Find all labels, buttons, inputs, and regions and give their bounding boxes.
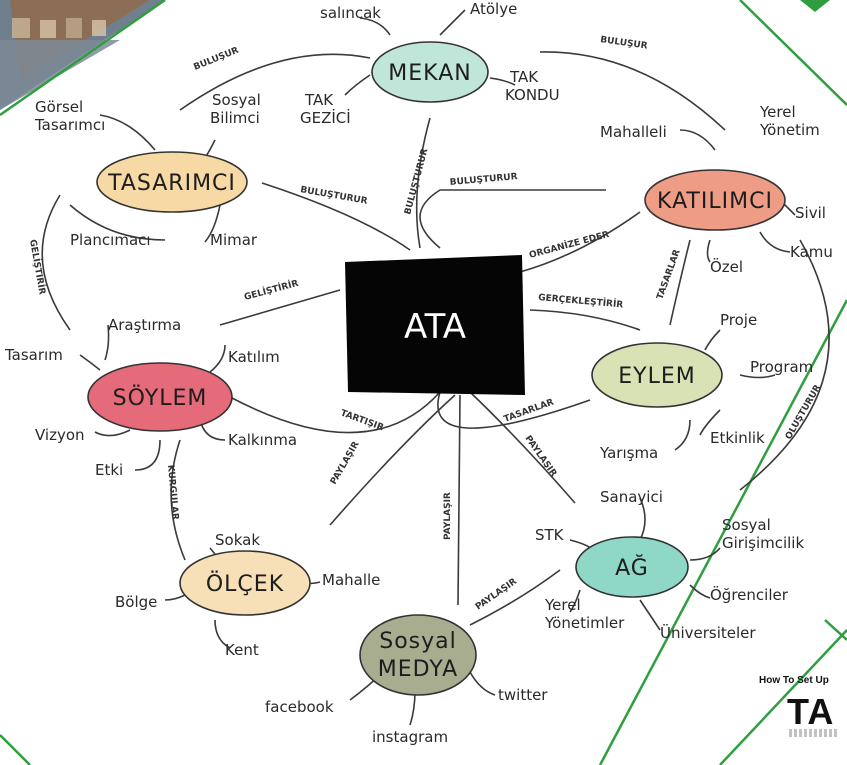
leaf-mahalle: Mahalle xyxy=(322,571,380,589)
node-sosyal-medya-label-2: MEDYA xyxy=(378,657,458,682)
leaf-program: Program xyxy=(750,358,813,376)
node-sosyal-medya: Sosyal MEDYA xyxy=(359,614,477,696)
leaf-sanayici: Sanayici xyxy=(600,488,663,506)
rel-bulusur-left: BULUŞUR xyxy=(192,46,240,73)
rel-gelistirir-1: GELİŞTİRİR xyxy=(27,239,48,296)
leaf-sosyal-gir-1: Sosyal xyxy=(722,516,771,534)
rel-gerceklestirir: GERÇEKLEŞTİRİR xyxy=(538,292,624,310)
leaf-tak-kondu-1: TAK xyxy=(509,68,539,86)
leaf-yerel-yonetim-1: Yerel xyxy=(759,103,796,121)
node-mekan-label: MEKAN xyxy=(388,61,471,86)
rel-olusturur: OLUŞTURUR xyxy=(784,383,823,441)
rel-tasarlar-1: TASARLAR xyxy=(655,248,682,301)
node-olcek-label: ÖLÇEK xyxy=(206,571,284,597)
connectors xyxy=(41,9,830,726)
leaf-kent: Kent xyxy=(225,641,259,659)
rel-paylasir-4: PAYLAŞIR xyxy=(474,577,519,613)
leaf-tak-gezici-1: TAK xyxy=(304,91,334,109)
leaf-proje: Proje xyxy=(720,311,757,329)
node-eylem-label: EYLEM xyxy=(618,364,695,389)
leaf-sosyal-gir-2: Girişimcilik xyxy=(722,534,804,552)
green-corner-triangle xyxy=(800,0,830,12)
center-label: ATA xyxy=(404,307,466,347)
rel-paylasir-1: PAYLAŞIR xyxy=(329,440,362,487)
leaf-yerel-yonetimler-2: Yönetimler xyxy=(544,614,625,632)
node-tasarimci: TASARIMCI xyxy=(96,151,248,213)
leaf-sokak: Sokak xyxy=(215,531,260,549)
leaf-tak-kondu-2: KONDU xyxy=(505,86,560,104)
node-tasarimci-label: TASARIMCI xyxy=(107,171,236,196)
leaf-plancimaci: Plancımacı xyxy=(70,231,151,249)
leaf-mahalleli: Mahalleli xyxy=(600,123,667,141)
leaf-stk: STK xyxy=(535,526,565,544)
center-node: ATA xyxy=(345,255,525,395)
node-soylem-label: SÖYLEM xyxy=(113,385,208,411)
leaf-kamu: Kamu xyxy=(790,243,833,261)
leaf-universiteler: Üniversiteler xyxy=(660,623,756,642)
leaf-tasarim: Tasarım xyxy=(4,346,63,364)
node-mekan: MEKAN xyxy=(371,41,489,103)
rel-gelistirir-2: GELİŞTİRİR xyxy=(243,278,300,303)
leaf-etkinlik: Etkinlik xyxy=(710,429,765,447)
leaf-atolye: Atölye xyxy=(470,0,517,18)
node-olcek: ÖLÇEK xyxy=(179,550,311,616)
leaf-yarisma: Yarışma xyxy=(599,444,658,462)
leaf-gorsel-2: Tasarımcı xyxy=(34,116,105,134)
leaf-bolge: Bölge xyxy=(115,593,157,611)
leaf-twitter: twitter xyxy=(498,686,548,704)
leaf-yerel-yonetim-2: Yönetim xyxy=(759,121,820,139)
node-eylem: EYLEM xyxy=(591,342,723,408)
rel-bulusturur-1: BULUŞTURUR xyxy=(299,185,368,207)
brand-fineprint xyxy=(789,729,839,737)
rel-bulusur-right: BULUŞUR xyxy=(600,35,649,52)
brand-badge: How To Set Up TA xyxy=(747,671,847,743)
leaf-yerel-yonetimler-1: Yerel xyxy=(544,596,581,614)
rel-paylasir-2: PAYLAŞIR xyxy=(443,492,453,540)
leaf-instagram: instagram xyxy=(372,728,448,746)
node-katilimci-label: KATILIMCI xyxy=(657,189,773,214)
leaf-vizyon: Vizyon xyxy=(35,426,85,444)
node-katilimci: KATILIMCI xyxy=(644,169,786,231)
leaf-ogrenciler: Öğrenciler xyxy=(710,585,789,604)
rel-bulusturur-3: BULUŞTURUR xyxy=(449,172,518,188)
leaf-katilim: Katılım xyxy=(228,348,280,366)
leaf-mimar: Mimar xyxy=(210,231,258,249)
leaf-ozel: Özel xyxy=(710,257,743,276)
brand-title: How To Set Up xyxy=(759,675,829,686)
rel-organize-eder: ORGANİZE EDER xyxy=(528,229,610,261)
node-ag: AĞ xyxy=(575,536,689,598)
node-sosyal-medya-label-1: Sosyal xyxy=(379,629,457,654)
node-ag-label: AĞ xyxy=(615,555,649,581)
rel-tasarlar-2: TASARLAR xyxy=(503,397,556,424)
leaf-kalkinma: Kalkınma xyxy=(228,431,297,449)
leaf-etki: Etki xyxy=(95,461,123,479)
leaf-sosyal-bilimci-2: Bilimci xyxy=(210,109,260,127)
leaf-gorsel-1: Görsel xyxy=(35,98,83,116)
brand-logo: TA xyxy=(787,691,835,732)
leaf-facebook: facebook xyxy=(265,698,334,716)
leaf-arastirma: Araştırma xyxy=(108,316,181,334)
node-soylem: SÖYLEM xyxy=(87,362,233,432)
leaf-tak-gezici-2: GEZİCİ xyxy=(300,108,351,127)
leaf-sosyal-bilimci-1: Sosyal xyxy=(212,91,261,109)
leaf-sivil: Sivil xyxy=(795,204,826,222)
rel-paylasir-3: PAYLAŞIR xyxy=(523,434,559,479)
rel-kurgular: KURGULAR xyxy=(165,464,180,520)
leaf-labels: salıncak Atölye TAK GEZİCİ TAK KONDU Gör… xyxy=(4,0,833,746)
rel-tartisir: TARTIŞIR xyxy=(339,408,385,433)
leaf-salincak: salıncak xyxy=(320,4,381,22)
